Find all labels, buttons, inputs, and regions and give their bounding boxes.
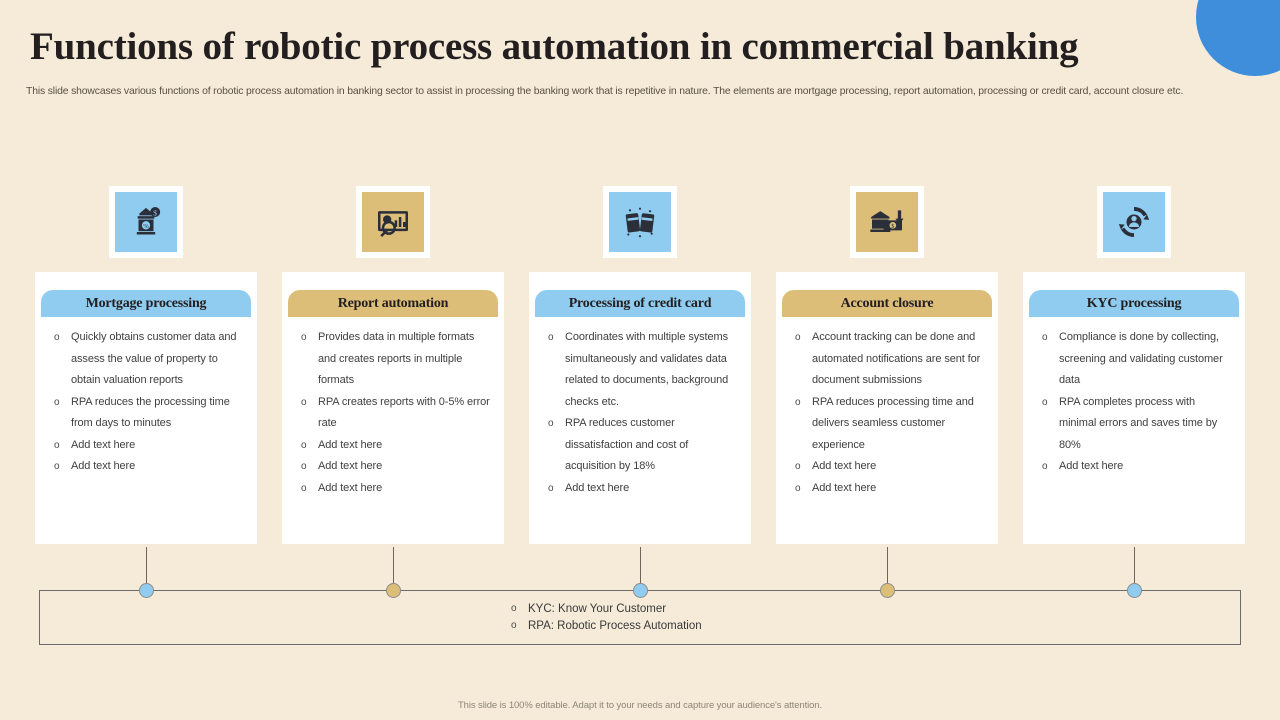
timeline-node-2 bbox=[386, 583, 401, 598]
legend-list: KYC: Know Your CustomerRPA: Robotic Proc… bbox=[40, 591, 1240, 644]
bank-house-coin-icon: %$ bbox=[115, 192, 177, 252]
column-1: %$Mortgage processingQuickly obtains cus… bbox=[35, 186, 257, 544]
timeline-node-3 bbox=[633, 583, 648, 598]
column-4: $ Account closureAccount tracking can be … bbox=[776, 186, 998, 544]
icon-frame-2 bbox=[356, 186, 430, 258]
list-item: Add text here bbox=[47, 435, 247, 457]
list-item: Compliance is done by collecting, screen… bbox=[1035, 327, 1235, 392]
bullet-list-3: Coordinates with multiple systems simult… bbox=[529, 317, 751, 499]
timeline-node-5 bbox=[1127, 583, 1142, 598]
bank-banknote-icon: $ bbox=[856, 192, 918, 252]
list-item: Provides data in multiple formats and cr… bbox=[294, 327, 494, 392]
svg-text:%: % bbox=[143, 223, 149, 230]
card-2: Report automationProvides data in multip… bbox=[282, 272, 504, 544]
icon-frame-3 bbox=[603, 186, 677, 258]
card-header-2: Report automation bbox=[288, 290, 498, 317]
decorative-circle bbox=[1196, 0, 1280, 76]
footer-note: This slide is 100% editable. Adapt it to… bbox=[457, 700, 823, 711]
credit-cards-icon bbox=[609, 192, 671, 252]
card-1: Mortgage processingQuickly obtains custo… bbox=[35, 272, 257, 544]
list-item: Coordinates with multiple systems simult… bbox=[541, 327, 741, 413]
card-5: KYC processingCompliance is done by coll… bbox=[1023, 272, 1245, 544]
card-4: Account closureAccount tracking can be d… bbox=[776, 272, 998, 544]
list-item: Add text here bbox=[294, 478, 494, 500]
list-item: RPA reduces processing time and delivers… bbox=[788, 392, 988, 457]
list-item: RPA reduces the processing time from day… bbox=[47, 392, 247, 435]
column-2: Report automationProvides data in multip… bbox=[282, 186, 504, 544]
list-item: RPA completes process with minimal error… bbox=[1035, 392, 1235, 457]
card-header-1: Mortgage processing bbox=[41, 290, 251, 317]
card-header-5: KYC processing bbox=[1029, 290, 1239, 317]
column-3: Processing of credit cardCoordinates wit… bbox=[529, 186, 751, 544]
card-header-4: Account closure bbox=[782, 290, 992, 317]
legend-item: KYC: Know Your Customer bbox=[505, 601, 666, 618]
bullet-list-1: Quickly obtains customer data and assess… bbox=[35, 317, 257, 478]
list-item: Add text here bbox=[788, 478, 988, 500]
kyc-person-cycle-icon bbox=[1103, 192, 1165, 252]
list-item: Add text here bbox=[294, 435, 494, 457]
bullet-list-5: Compliance is done by collecting, screen… bbox=[1023, 317, 1245, 478]
columns-container: %$Mortgage processingQuickly obtains cus… bbox=[0, 186, 1280, 556]
card-3: Processing of credit cardCoordinates wit… bbox=[529, 272, 751, 544]
list-item: Quickly obtains customer data and assess… bbox=[47, 327, 247, 392]
list-item: Add text here bbox=[541, 478, 741, 500]
report-monitor-magnifier-icon bbox=[362, 192, 424, 252]
list-item: Add text here bbox=[788, 456, 988, 478]
list-item: RPA reduces customer dissatisfaction and… bbox=[541, 413, 741, 478]
card-header-3: Processing of credit card bbox=[535, 290, 745, 317]
timeline-node-4 bbox=[880, 583, 895, 598]
list-item: Account tracking can be done and automat… bbox=[788, 327, 988, 392]
legend-item: RPA: Robotic Process Automation bbox=[505, 618, 702, 635]
list-item: Add text here bbox=[47, 456, 247, 478]
icon-frame-5 bbox=[1097, 186, 1171, 258]
icon-frame-4: $ bbox=[850, 186, 924, 258]
column-5: KYC processingCompliance is done by coll… bbox=[1023, 186, 1245, 544]
page-subtitle: This slide showcases various functions o… bbox=[26, 86, 1184, 97]
legend-box: KYC: Know Your CustomerRPA: Robotic Proc… bbox=[39, 590, 1241, 645]
timeline-node-1 bbox=[139, 583, 154, 598]
svg-text:$: $ bbox=[153, 208, 157, 217]
svg-text:$: $ bbox=[891, 223, 894, 230]
bullet-list-2: Provides data in multiple formats and cr… bbox=[282, 317, 504, 499]
page-title: Functions of robotic process automation … bbox=[30, 25, 1079, 68]
icon-frame-1: %$ bbox=[109, 186, 183, 258]
list-item: RPA creates reports with 0-5% error rate bbox=[294, 392, 494, 435]
bullet-list-4: Account tracking can be done and automat… bbox=[776, 317, 998, 499]
list-item: Add text here bbox=[294, 456, 494, 478]
list-item: Add text here bbox=[1035, 456, 1235, 478]
